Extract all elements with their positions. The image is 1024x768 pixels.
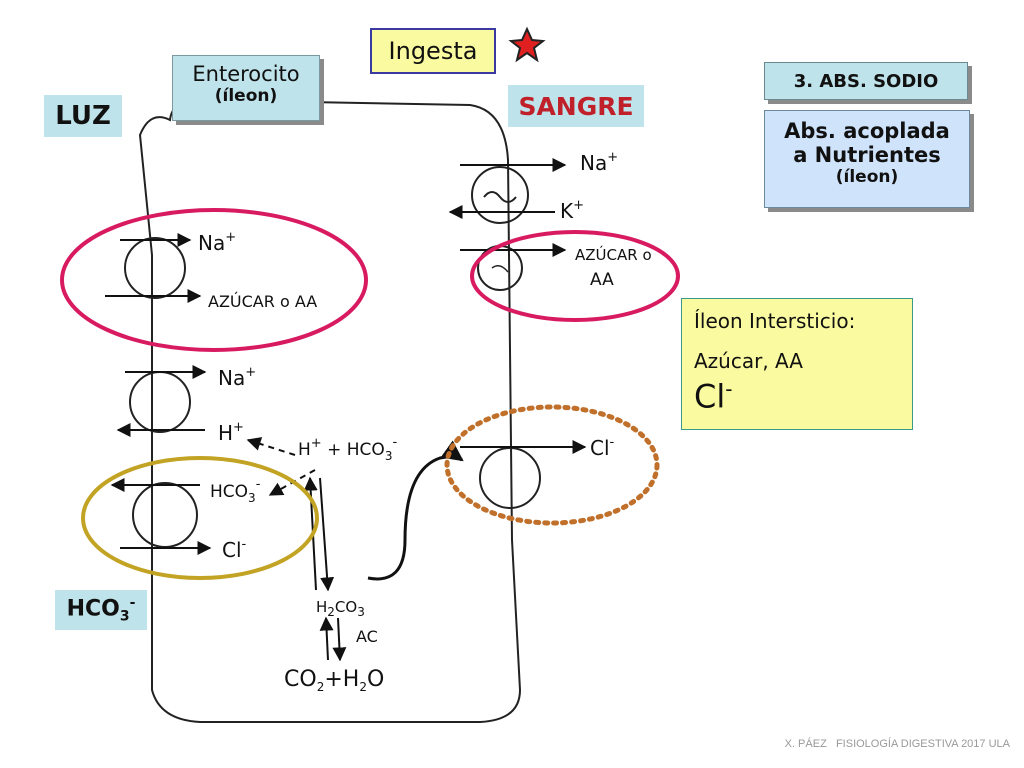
label-ac: AC xyxy=(356,627,378,646)
transporter-cl-hco3 xyxy=(132,482,198,548)
label-azucar-aa-luz: AZÚCAR o AA xyxy=(208,292,317,311)
star-icon xyxy=(508,26,546,63)
enterocito-label: Enterocito xyxy=(192,62,300,86)
na-k-pump xyxy=(471,166,529,224)
hco3-box: HCO3- xyxy=(55,590,147,630)
arrow-up-co2 xyxy=(319,616,334,661)
sangre-label: SANGRE xyxy=(518,91,634,121)
label-na-blood: Na+ xyxy=(580,150,618,175)
sangre-box: SANGRE xyxy=(508,85,644,127)
orange-dotted-oval xyxy=(444,404,660,526)
label-na-luz: Na+ xyxy=(198,230,236,255)
label-h2co3: H2CO3 xyxy=(316,598,365,619)
label-cl-in: Cl- xyxy=(222,537,247,562)
abs-acoplada-box: Abs. acoplada a Nutrientes (íleon) xyxy=(764,110,970,208)
abs-sodio-title: 3. ABS. SODIO xyxy=(793,70,939,92)
label-na-mid: Na+ xyxy=(218,365,256,390)
transporter-na-h xyxy=(129,371,191,433)
pump-tilde-2 xyxy=(491,265,509,273)
hco3-label: HCO3- xyxy=(66,595,136,625)
enterocyte-outline xyxy=(138,98,522,723)
luz-label: LUZ xyxy=(55,101,111,131)
abs-acoplada-line1: Abs. acoplada xyxy=(784,119,950,143)
label-co2-h2o: CO2+H2O xyxy=(284,667,384,694)
abs-sodio-box: 3. ABS. SODIO xyxy=(764,62,968,100)
curved-arrow-cl xyxy=(367,440,464,581)
olive-oval-exchanger xyxy=(81,456,319,580)
label-cl-blood: Cl- xyxy=(590,435,615,460)
intersticio-cl: Cl- xyxy=(694,377,733,416)
pump-tilde xyxy=(483,191,517,203)
ingesta-label: Ingesta xyxy=(388,37,478,65)
dashed-arrow-h xyxy=(246,437,296,456)
abs-acoplada-line2: a Nutrientes xyxy=(793,143,941,167)
intersticio-box: Íleon Intersticio: Azúcar, AA Cl- xyxy=(681,298,913,430)
intersticio-sugar-aa: Azúcar, AA xyxy=(694,349,803,373)
abs-acoplada-line3: (íleon) xyxy=(835,167,899,187)
label-hco3-out: HCO3- xyxy=(210,477,261,505)
enterocito-sub-label: (íleon) xyxy=(214,86,278,106)
arrow-down-co2 xyxy=(332,617,347,662)
ingesta-box: Ingesta xyxy=(370,28,496,74)
footer-credit: X. PÁEZ FISIOLOGÍA DIGESTIVA 2017 ULA xyxy=(784,738,1010,750)
magenta-oval-luz xyxy=(60,208,368,352)
label-k-in: K+ xyxy=(560,198,584,223)
label-azucar-blood: AZÚCAR o xyxy=(575,245,652,264)
arrow-down-h2co3 xyxy=(319,477,335,592)
label-h-out: H+ xyxy=(218,420,244,445)
magenta-oval-blood xyxy=(470,230,680,322)
cl-channel-blood xyxy=(479,447,541,509)
enterocito-box: Enterocito (íleon) xyxy=(172,55,320,121)
intersticio-title: Íleon Intersticio: xyxy=(694,309,856,333)
label-h-plus-hco3: H+ + HCO3- xyxy=(298,435,397,463)
luz-box: LUZ xyxy=(44,95,122,137)
label-aa-blood: AA xyxy=(590,270,614,290)
transporter-na-sugar-luz xyxy=(124,237,186,299)
